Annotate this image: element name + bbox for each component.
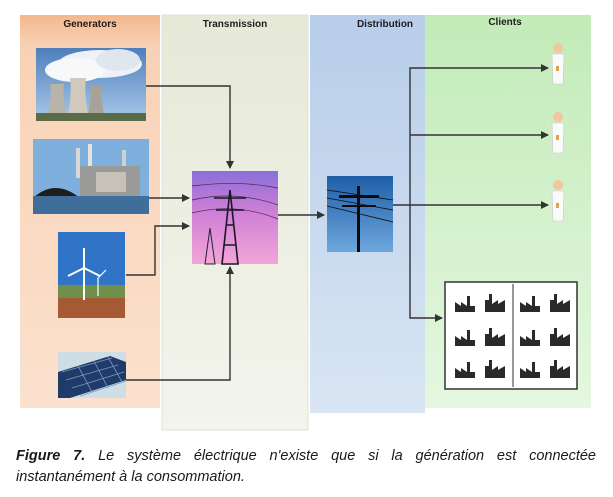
distribution-header: Distribution [357,19,413,30]
factory-icon [520,296,540,312]
clients-header: Clients [488,17,522,28]
arrow-wind-to-transmission [126,222,190,276]
factory-icon [485,360,505,378]
power-system-diagram: Generators Transmission Distribution Cli… [20,14,591,431]
arrow-nuclear-to-transmission [146,85,234,169]
solar-panel-photo [58,352,127,398]
figure-caption-text: Le système électrique n'existe que si la… [16,448,597,485]
industrial-clients-box [444,281,578,390]
factory-icon [455,362,475,378]
factory-icon [550,328,570,346]
person-icon [553,43,563,53]
arrow-solar-to-transmission [126,266,234,381]
nuclear-plant-photo [36,48,146,121]
arrow-to-industry [409,205,443,322]
figure-caption: Figure 7. Le système électrique n'existe… [16,446,596,488]
arrow-distribution-trunk [393,64,549,206]
generators-header: Generators [63,19,117,30]
flow-arrows [126,64,549,381]
figure-label: Figure 7. [16,448,86,464]
client-person-3 [551,180,565,222]
factory-icon [550,360,570,378]
coal-plant-photo [33,139,149,214]
client-person-1 [551,43,565,85]
factory-icon [485,294,505,312]
factory-icon [550,294,570,312]
person-icon [553,112,563,122]
transmission-header: Transmission [203,19,267,30]
factory-icon [520,362,540,378]
factory-icon [455,330,475,346]
client-person-2 [551,112,565,154]
person-icon [553,180,563,190]
factory-icon [455,296,475,312]
wind-turbine-photo [58,232,125,318]
factory-icon [520,330,540,346]
distribution-pole-photo [326,176,394,252]
factory-icon [485,328,505,346]
transmission-tower-photo [191,171,279,265]
